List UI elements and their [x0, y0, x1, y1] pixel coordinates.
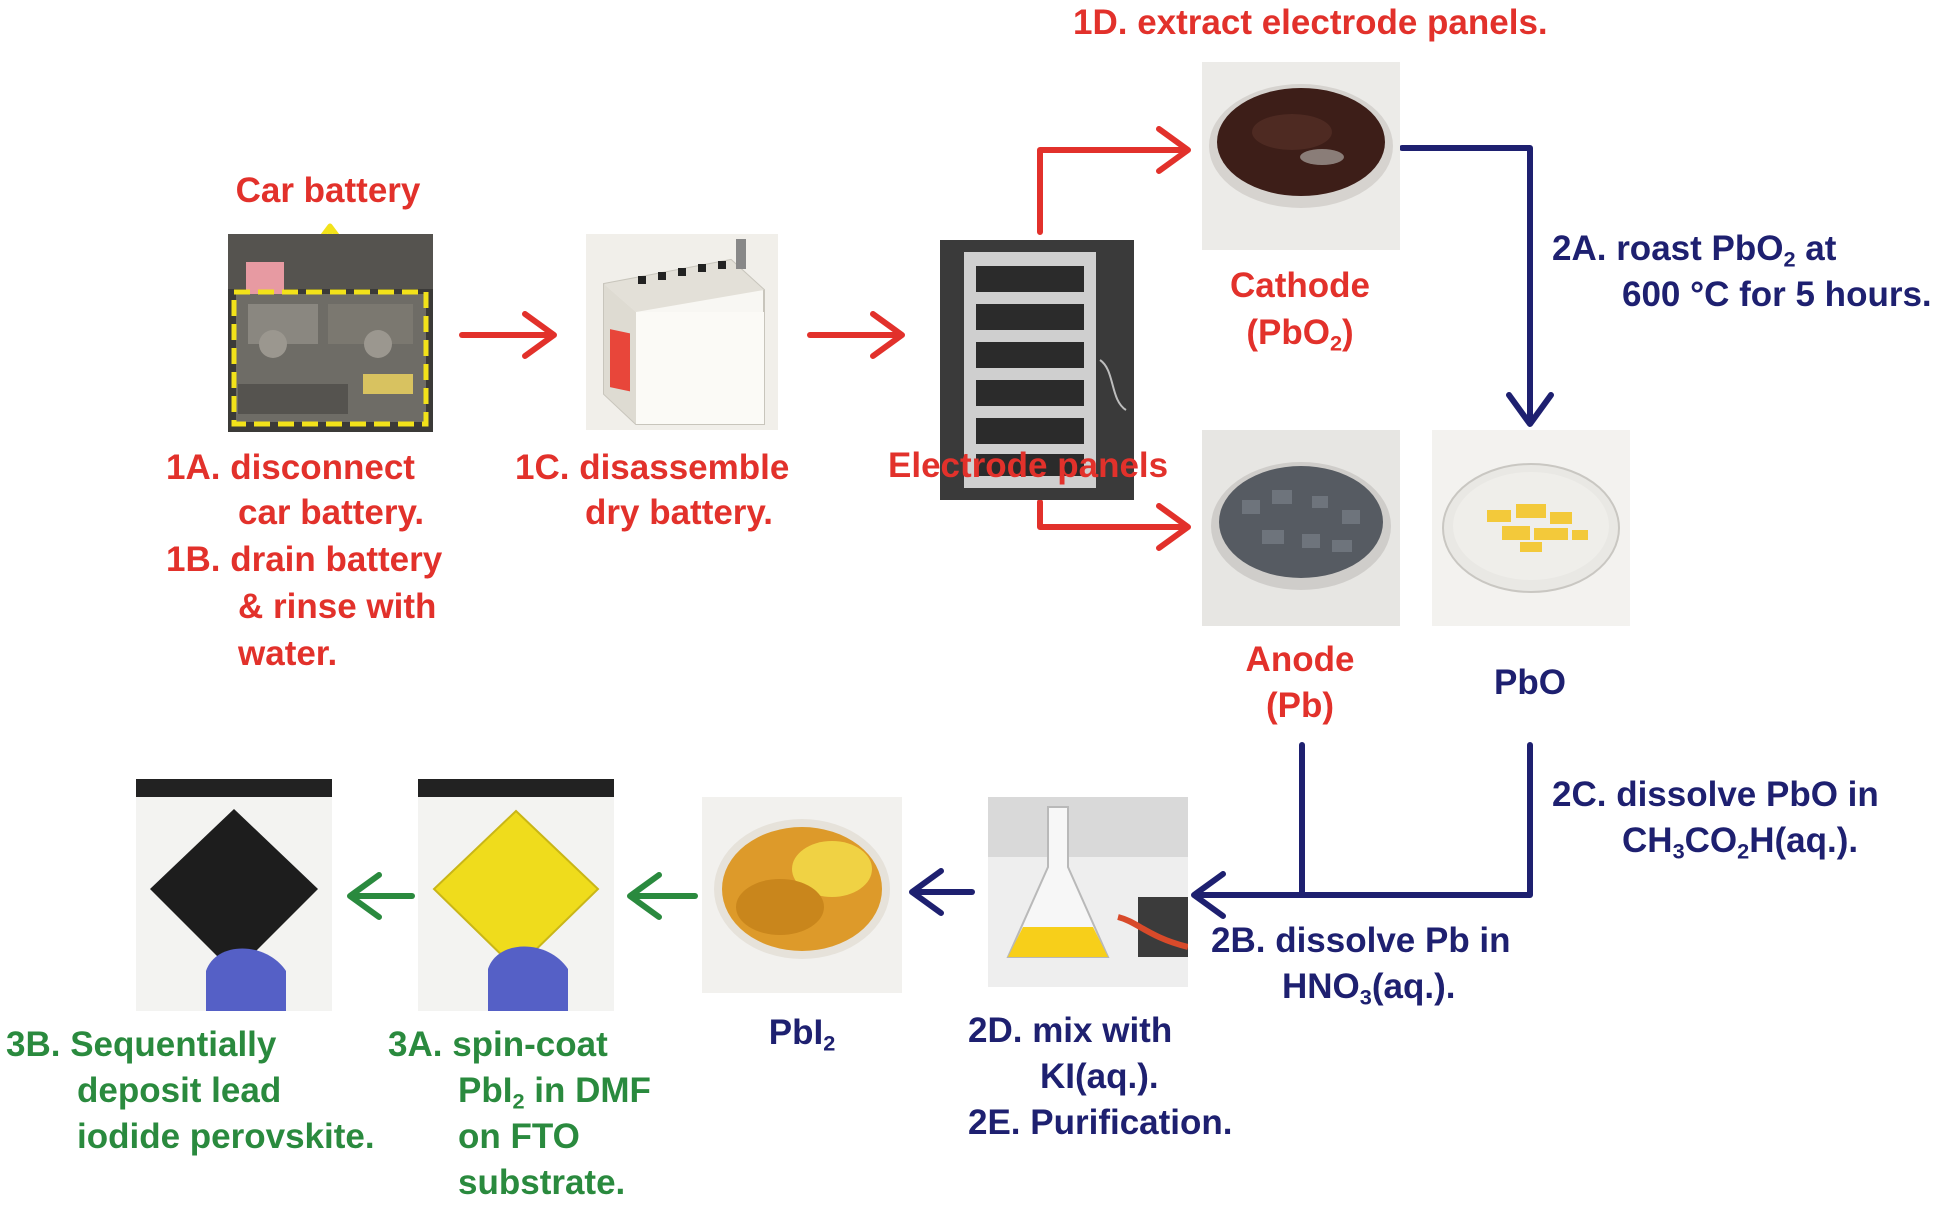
electrode-panels-label: Electrode panels: [888, 446, 1169, 485]
step-3b-line-2: deposit lead: [77, 1071, 282, 1110]
electrode-panels-photo: [940, 240, 1134, 500]
car-battery-label: Car battery: [235, 171, 421, 210]
step-3b-line-1: 3B. Sequentially: [6, 1025, 277, 1064]
step-2c-line-2: CH3CO2H(aq.).: [1622, 821, 1859, 864]
pbo-dish-photo: [1432, 430, 1630, 626]
step-2b-line-1: 2B. dissolve Pb in: [1211, 921, 1511, 960]
step-1a-line-1: 1A. disconnect: [166, 448, 415, 487]
step-3b-line-3: iodide perovskite.: [77, 1117, 375, 1156]
flask-photo: [988, 797, 1188, 987]
pbi2-label: PbI2: [768, 1013, 836, 1056]
step-1c-line-2: dry battery.: [585, 493, 774, 532]
arrow-cathode-to-pbo: [1399, 145, 1554, 427]
arrow-1c-to-panels: [807, 311, 905, 359]
anode-dish-photo: [1202, 430, 1400, 626]
dry-battery-photo: [586, 234, 778, 430]
arrow-pbi2-to-3a: [627, 872, 698, 920]
step-2c-line-1: 2C. dissolve PbO in: [1552, 775, 1879, 814]
arrow-1a-to-1c: [459, 311, 557, 359]
cathode-label: Cathode: [1230, 266, 1370, 305]
anode-formula: (Pb): [1265, 686, 1335, 725]
step-1a-line-2: car battery.: [238, 493, 425, 532]
step-2e-label: 2E. Purification.: [968, 1103, 1233, 1142]
perovskite-film-photo: [136, 779, 332, 1011]
pbo-label: PbO: [1494, 663, 1566, 702]
cathode-dish-photo: [1202, 62, 1400, 250]
step-1b-line-1: 1B. drain battery: [166, 540, 443, 579]
step-3a-line-2: PbI2 in DMF: [458, 1071, 651, 1114]
step-1b-line-2: & rinse with: [238, 587, 437, 626]
anode-label: Anode: [1245, 640, 1355, 679]
step-3a-line-3: on FTO: [458, 1117, 580, 1156]
arrow-pbo-to-flask: [1191, 742, 1533, 919]
step-1b-line-3: water.: [238, 634, 338, 673]
step-3a-line-4: substrate.: [458, 1163, 626, 1202]
step-1d-label: 1D. extract electrode panels.: [1073, 3, 1548, 42]
step-3a-line-1: 3A. spin-coat: [388, 1025, 608, 1064]
step-2d-line-1: 2D. mix with: [968, 1011, 1173, 1050]
arrow-panels-to-cathode: [1037, 126, 1191, 235]
step-2a-line-2: 600 °C for 5 hours.: [1622, 275, 1932, 314]
step-2b-line-2: HNO3(aq.).: [1282, 967, 1456, 1010]
cathode-formula: (PbO2): [1246, 313, 1354, 356]
step-2a-line-1: 2A. roast PbO2 at: [1552, 229, 1837, 272]
arrow-3a-to-3b: [347, 872, 415, 920]
pbi2-film-photo: [418, 779, 614, 1011]
step-2d-line-2: KI(aq.).: [1040, 1057, 1159, 1096]
arrow-flask-to-pbi2: [909, 868, 975, 916]
step-1c-line-1: 1C. disassemble: [515, 448, 790, 487]
car-battery-photo: [228, 234, 433, 432]
arrow-panels-to-anode: [1037, 499, 1191, 551]
pbi2-dish-photo: [702, 797, 902, 993]
